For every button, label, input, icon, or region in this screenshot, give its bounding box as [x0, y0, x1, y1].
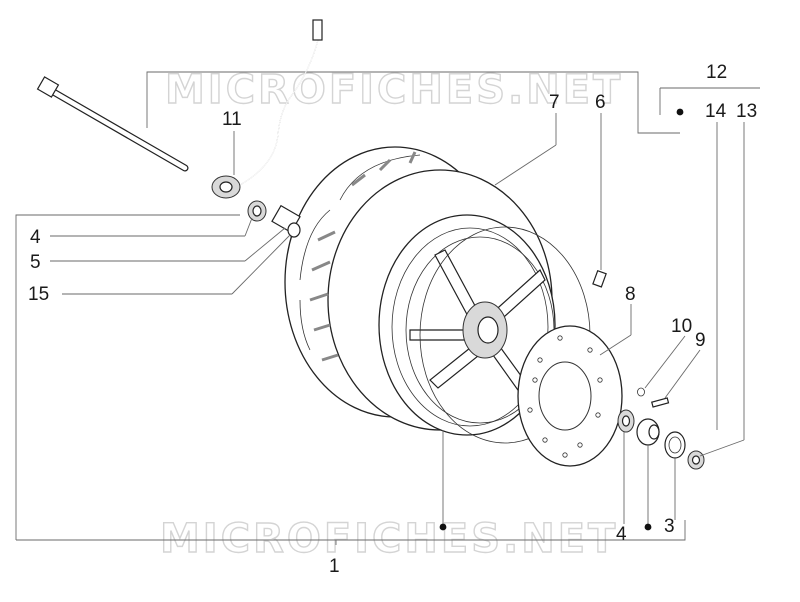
watermark-top: MICROFICHES.NET [165, 67, 623, 113]
callout-5: 5 [30, 252, 41, 273]
watermark-bottom: MICROFICHES.NET [160, 516, 618, 562]
callout-10: 10 [671, 316, 692, 337]
callout-9: 9 [695, 330, 706, 351]
callout-8: 8 [625, 284, 636, 305]
assembly-frame [15, 71, 760, 541]
spacer-right [636, 418, 660, 446]
callout-15: 15 [28, 284, 49, 305]
screw-9 [651, 397, 670, 408]
spacer-left [271, 204, 301, 238]
nut-13 [687, 450, 705, 470]
callout-3: 3 [664, 516, 675, 537]
callout-11: 11 [222, 109, 242, 130]
callout-4-left: 4 [30, 227, 41, 248]
washer-10 [637, 387, 645, 397]
seal-3 [664, 431, 686, 459]
leader-lines [50, 113, 745, 545]
callout-1: 1 [329, 556, 340, 577]
callout-4-bottom: 4 [616, 524, 627, 545]
valve [592, 269, 607, 288]
callout-7: 7 [549, 92, 560, 113]
bearing-left [247, 200, 267, 222]
callout-12: 12 [706, 62, 727, 83]
callout-13: 13 [736, 101, 757, 122]
axle [36, 76, 189, 172]
bearing-right [617, 409, 635, 433]
bullet-markers [439, 108, 684, 531]
callout-14: 14 [705, 101, 727, 122]
speed-sensor [211, 19, 323, 199]
callout-6: 6 [595, 92, 606, 113]
brake-disc [517, 325, 623, 467]
callout-labels: 1 3 4 4 5 6 7 8 9 10 11 12 13 14 15 [28, 62, 757, 577]
